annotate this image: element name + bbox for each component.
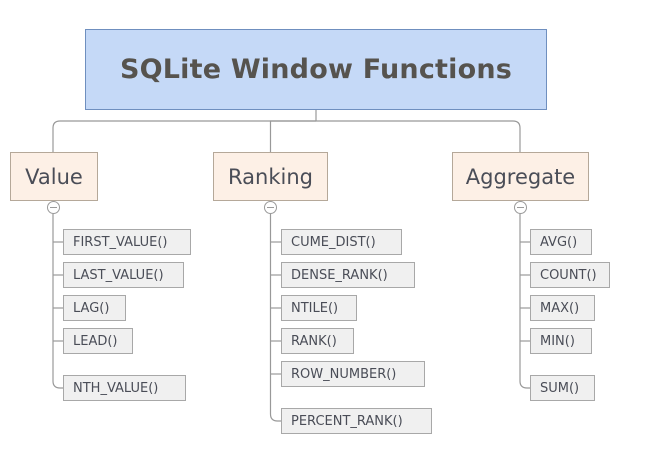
branch-node-label: Ranking: [228, 164, 313, 189]
leaf-node-lead[interactable]: LEAD(): [63, 328, 133, 354]
leaf-node-label: MIN(): [540, 333, 575, 349]
leaf-node-label: FIRST_VALUE(): [73, 234, 168, 250]
root-node-label: SQLite Window Functions: [119, 54, 513, 85]
leaf-node-ntile[interactable]: NTILE(): [281, 295, 357, 321]
leaf-node-nth-value[interactable]: NTH_VALUE(): [63, 375, 186, 401]
leaf-node-lag[interactable]: LAG(): [63, 295, 126, 321]
leaf-node-label: AVG(): [540, 234, 578, 250]
leaf-node-label: CUME_DIST(): [291, 234, 376, 250]
leaf-node-first-value[interactable]: FIRST_VALUE(): [63, 229, 191, 255]
branch-node-ranking[interactable]: Ranking: [213, 152, 328, 201]
branch-node-value[interactable]: Value: [10, 152, 98, 201]
connector-root-to-value: [52, 120, 316, 152]
leaf-node-label: PERCENT_RANK(): [291, 413, 403, 429]
leaf-node-max[interactable]: MAX(): [530, 295, 595, 321]
root-node[interactable]: SQLite Window Functions: [85, 29, 547, 110]
leaf-node-label: COUNT(): [540, 267, 597, 283]
leaf-node-label: ROW_NUMBER(): [291, 366, 397, 382]
connector-aggregate-spine: [519, 214, 530, 389]
leaf-node-sum[interactable]: SUM(): [530, 375, 595, 401]
leaf-node-min[interactable]: MIN(): [530, 328, 592, 354]
leaf-node-label: MAX(): [540, 300, 580, 316]
connector-value-spine: [52, 214, 63, 389]
leaf-node-rank[interactable]: RANK(): [281, 328, 354, 354]
leaf-node-last-value[interactable]: LAST_VALUE(): [63, 262, 184, 288]
leaf-node-label: NTILE(): [291, 300, 339, 316]
leaf-node-label: LAST_VALUE(): [73, 267, 164, 283]
minus-circle-icon-aggregate[interactable]: [514, 201, 527, 214]
minus-circle-icon-value[interactable]: [47, 201, 60, 214]
connector-root-to-aggregate: [316, 120, 521, 152]
connector-ranking-spine: [269, 214, 281, 422]
minus-circle-icon-ranking[interactable]: [264, 201, 277, 214]
leaf-node-label: LAG(): [73, 300, 110, 316]
branch-node-aggregate[interactable]: Aggregate: [452, 152, 589, 201]
connector-root-to-ranking: [269, 120, 316, 152]
leaf-node-cume-dist[interactable]: CUME_DIST(): [281, 229, 402, 255]
leaf-node-label: RANK(): [291, 333, 337, 349]
leaf-node-label: NTH_VALUE(): [73, 380, 159, 396]
leaf-node-dense-rank[interactable]: DENSE_RANK(): [281, 262, 415, 288]
leaf-node-row-number[interactable]: ROW_NUMBER(): [281, 361, 425, 387]
branch-node-label: Value: [25, 164, 83, 189]
leaf-node-count[interactable]: COUNT(): [530, 262, 610, 288]
leaf-node-percent-rank[interactable]: PERCENT_RANK(): [281, 408, 432, 434]
leaf-node-avg[interactable]: AVG(): [530, 229, 592, 255]
leaf-node-label: SUM(): [540, 380, 580, 396]
leaf-node-label: LEAD(): [73, 333, 118, 349]
leaf-node-label: DENSE_RANK(): [291, 267, 388, 283]
branch-node-label: Aggregate: [465, 164, 576, 189]
